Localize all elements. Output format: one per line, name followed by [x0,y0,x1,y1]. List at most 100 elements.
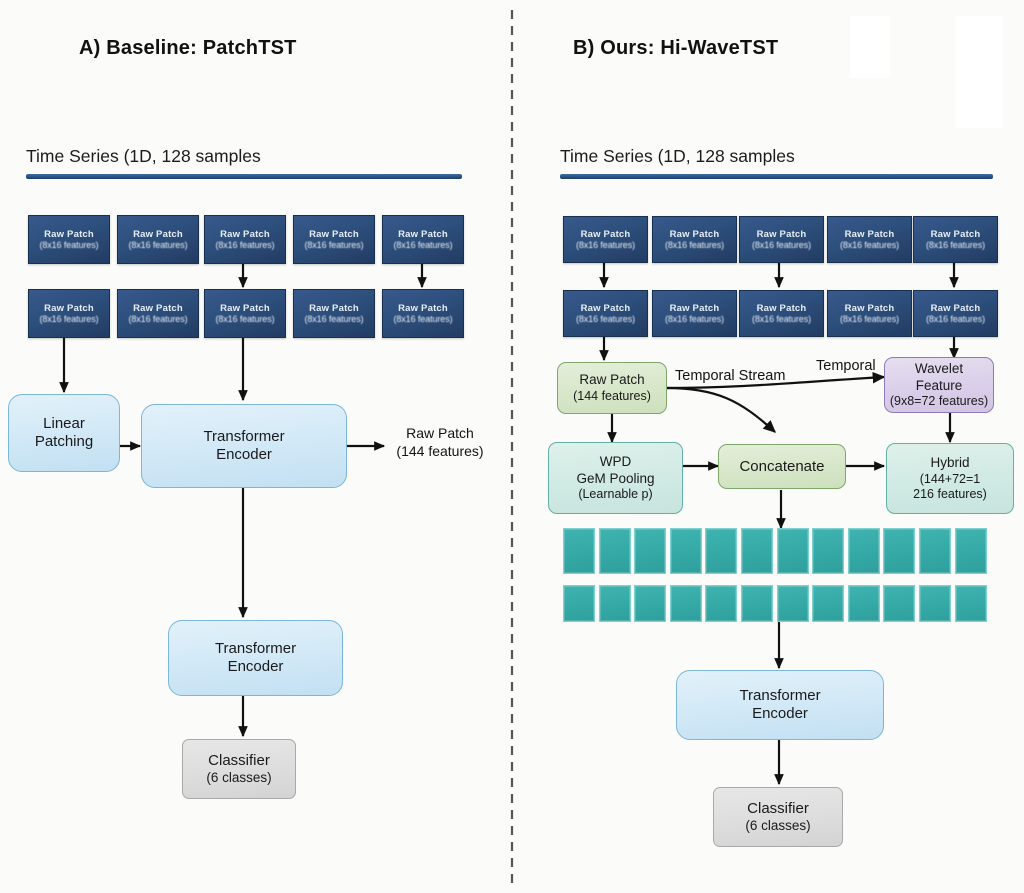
patch-box[interactable]: Raw Patch (8x16 features) [913,290,998,337]
node-line-2: (144 features) [573,388,651,403]
panel-a-series-label: Time Series (1D, 128 samples [26,146,261,166]
patch-title: Raw Patch [930,302,981,314]
patch-title: Raw Patch [133,302,183,314]
patch-title: Raw Patch [133,228,183,240]
panel-b-series-label: Time Series (1D, 128 samples [560,146,795,166]
token-block [634,585,667,622]
patch-subtitle: (8x16 features) [393,239,453,250]
patch-subtitle: (8x16 features) [304,239,364,250]
node-transformer-encoder-2[interactable]: Transformer Encoder [168,620,343,696]
patch-box[interactable]: Raw Patch (8x16 features) [652,290,737,337]
panel-a-title: A) Baseline: PatchTST [79,37,297,59]
token-block [812,585,845,622]
node-line-2: GeM Pooling [576,470,655,486]
background-patch-1 [850,16,890,78]
node-line-1: Hybrid [930,455,970,471]
patch-box[interactable]: Raw Patch (8x16 features) [382,289,464,338]
patch-subtitle: (8x16 features) [39,313,99,324]
node-classifier-a[interactable]: Classifier (6 classes) [182,739,296,799]
node-line-2: Encoder [752,705,808,722]
patch-box[interactable]: Raw Patch (8x16 features) [293,215,375,264]
patch-subtitle: (8x16 features) [925,239,986,250]
patch-subtitle: (8x16 features) [925,313,986,324]
patch-box[interactable]: Raw Patch (8x16 features) [913,216,998,263]
patch-box[interactable]: Raw Patch (8x16 features) [563,216,648,263]
patch-subtitle: (8x16 features) [839,239,900,250]
patch-title: Raw Patch [756,228,807,240]
node-line-1: Classifier [747,799,809,817]
node-line-2: Feature [915,377,963,393]
patch-box[interactable]: Raw Patch (8x16 features) [117,215,199,264]
patch-box[interactable]: Raw Patch (8x16 features) [563,290,648,337]
token-block [776,585,809,622]
annotation-line-1: Raw Patch [406,425,474,441]
patch-title: Raw Patch [44,302,94,314]
patch-box[interactable]: Raw Patch (8x16 features) [827,290,912,337]
patch-box[interactable]: Raw Patch (8x16 features) [652,216,737,263]
token-block [705,528,738,574]
patch-box[interactable]: Raw Patch (8x16 features) [117,289,199,338]
patch-title: Raw Patch [309,302,359,314]
patch-subtitle: (8x16 features) [664,239,725,250]
patch-subtitle: (8x16 features) [751,239,812,250]
panel-b-series-bar [560,174,993,179]
panel-b-title: B) Ours: Hi-WaveTST [573,37,779,59]
token-block [705,585,738,622]
node-line-1: Linear [43,415,85,432]
node-wavelet-feature[interactable]: Wavelet Feature (9x8=72 features) [884,357,994,413]
patch-title: Raw Patch [220,302,270,314]
patch-box[interactable]: Raw Patch (8x16 features) [204,289,286,338]
patch-box[interactable]: Raw Patch (8x16 features) [739,216,824,263]
token-grid-row [563,528,987,574]
node-classifier-b[interactable]: Classifier (6 classes) [713,787,843,847]
node-line-2: Encoder [216,446,272,463]
node-line-3: (9x8=72 features) [889,393,989,408]
token-block [919,585,951,622]
patch-subtitle: (8x16 features) [215,239,275,250]
patch-title: Raw Patch [844,302,895,314]
node-line-2: Encoder [227,658,284,675]
node-concatenate[interactable]: Concatenate [718,444,846,489]
patch-box[interactable]: Raw Patch (8x16 features) [293,289,375,338]
node-linear-patching[interactable]: Linear Patching [8,394,120,472]
patch-box[interactable]: Raw Patch (8x16 features) [382,215,464,264]
token-block [883,528,916,574]
token-block [598,585,631,622]
node-wpd-gem-pooling[interactable]: WPD GeM Pooling (Learnable p) [548,442,683,514]
patch-box[interactable]: Raw Patch (8x16 features) [28,215,110,264]
token-block [776,528,809,574]
patch-subtitle: (8x16 features) [128,313,188,324]
patch-subtitle: (8x16 features) [393,313,453,324]
node-transformer-encoder-1[interactable]: Transformer Encoder [141,404,347,488]
patch-title: Raw Patch [220,228,270,240]
token-block [919,528,951,574]
token-block [669,585,702,622]
patch-box[interactable]: Raw Patch (8x16 features) [739,290,824,337]
node-transformer-encoder-b[interactable]: Transformer Encoder [676,670,884,740]
node-line-1: Wavelet [914,361,964,377]
node-hybrid[interactable]: Hybrid (144+72=1 216 features) [886,443,1014,514]
patch-box[interactable]: Raw Patch (8x16 features) [28,289,110,338]
patch-subtitle: (8x16 features) [575,239,636,250]
node-line-3: (Learnable p) [578,486,653,501]
token-block [634,528,667,574]
node-raw-patch[interactable]: Raw Patch (144 features) [557,362,667,414]
token-block [598,528,631,574]
patch-title: Raw Patch [844,228,895,240]
edge-label-temporal-stream: Temporal Stream [675,368,786,384]
node-line-1: Classifier [208,751,270,769]
background-patch-2 [955,16,1003,128]
patch-subtitle: (8x16 features) [128,239,188,250]
patch-subtitle: (8x16 features) [215,313,275,324]
patch-box[interactable]: Raw Patch (8x16 features) [827,216,912,263]
annotation-line-2: (144 features) [396,442,484,459]
patch-subtitle: (8x16 features) [839,313,900,324]
node-line-1: WPD [599,454,632,470]
token-grid [563,528,987,622]
patch-box[interactable]: Raw Patch (8x16 features) [204,215,286,264]
annotation-raw-patch-output: Raw Patch (144 features) [388,425,492,460]
token-block [563,585,595,622]
token-block [847,585,880,622]
patch-title: Raw Patch [580,302,631,314]
